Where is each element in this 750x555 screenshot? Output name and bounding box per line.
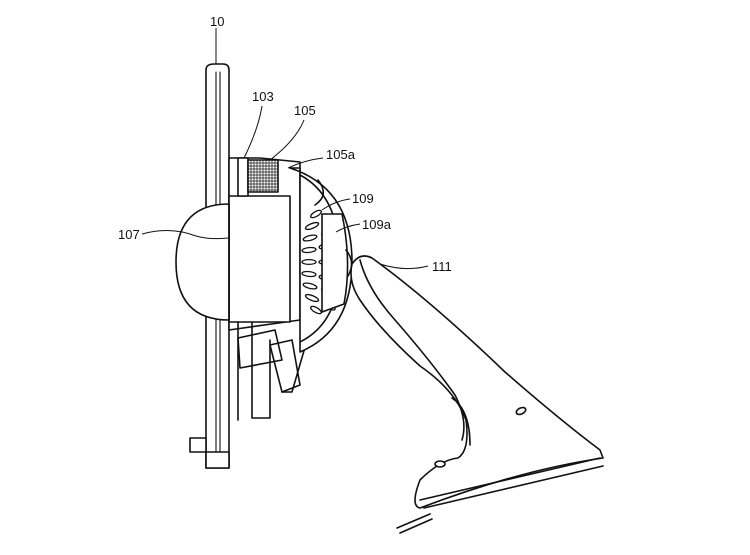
label-109: 109	[352, 191, 374, 206]
heat-sink-fin-109a	[321, 213, 353, 313]
coil-105	[247, 159, 279, 193]
label-105: 105	[294, 103, 316, 118]
label-103: 103	[252, 89, 274, 104]
label-107: 107	[118, 227, 140, 242]
label-111: 111	[432, 259, 452, 274]
arm-111	[350, 255, 604, 534]
leader-lines	[141, 28, 429, 270]
label-109a: 109a	[362, 217, 392, 232]
pad-103	[237, 157, 249, 197]
coil-mesh	[248, 160, 278, 192]
reference-labels: 10 103 105 105a 109 109a 107 111	[118, 14, 452, 274]
label-105a: 105a	[326, 147, 356, 162]
dome-107	[175, 203, 230, 321]
label-10: 10	[210, 14, 224, 29]
housing-body	[228, 157, 311, 421]
